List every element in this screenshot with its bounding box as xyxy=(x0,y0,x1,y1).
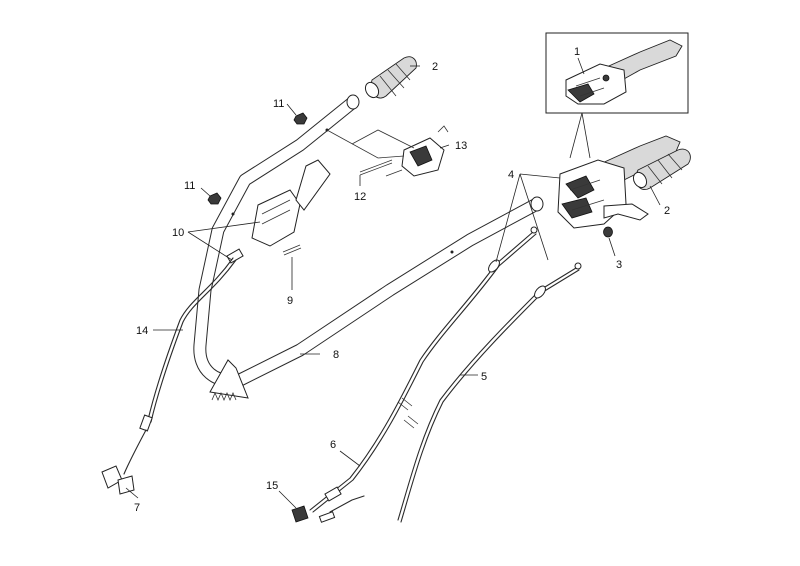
leader-lines xyxy=(125,57,661,509)
callout-labels: 1 2 11 13 12 11 10 9 14 8 4 2 3 5 6 15 7 xyxy=(134,46,670,514)
cable-6 xyxy=(309,226,538,523)
cable-14 xyxy=(101,257,237,495)
callout-2-upper: 2 xyxy=(432,61,438,73)
handle-frame xyxy=(193,94,544,402)
callout-5: 5 xyxy=(481,371,487,383)
right-lever-assembly xyxy=(557,135,681,229)
callout-3: 3 xyxy=(616,259,622,271)
callout-11-lower: 11 xyxy=(184,180,195,192)
callout-11-upper: 11 xyxy=(273,98,284,110)
callout-1: 1 xyxy=(574,46,580,58)
callout-9: 9 xyxy=(287,295,293,307)
grip-2-right xyxy=(632,148,691,190)
pin-9 xyxy=(282,244,302,256)
nut-3 xyxy=(603,226,613,238)
nut-11-lower xyxy=(207,192,222,205)
callout-8: 8 xyxy=(333,349,339,361)
callout-13: 13 xyxy=(455,140,467,152)
detail-lever-assembly xyxy=(565,39,683,105)
nut-11-upper xyxy=(293,112,308,125)
callout-6: 6 xyxy=(330,439,336,451)
callout-2-right: 2 xyxy=(664,205,670,217)
callout-10: 10 xyxy=(172,227,184,239)
callout-15: 15 xyxy=(266,480,278,492)
callout-12: 12 xyxy=(354,191,366,203)
switch-wire xyxy=(326,129,405,159)
clip-15 xyxy=(291,505,309,523)
detail-inset xyxy=(545,32,689,159)
grip-2-upper xyxy=(364,56,417,99)
callout-7: 7 xyxy=(134,502,140,514)
cable-5 xyxy=(397,262,582,523)
callout-14: 14 xyxy=(136,325,148,337)
stop-switch-13 xyxy=(351,125,449,177)
throttle-lever xyxy=(226,159,331,264)
callout-4: 4 xyxy=(508,169,514,181)
